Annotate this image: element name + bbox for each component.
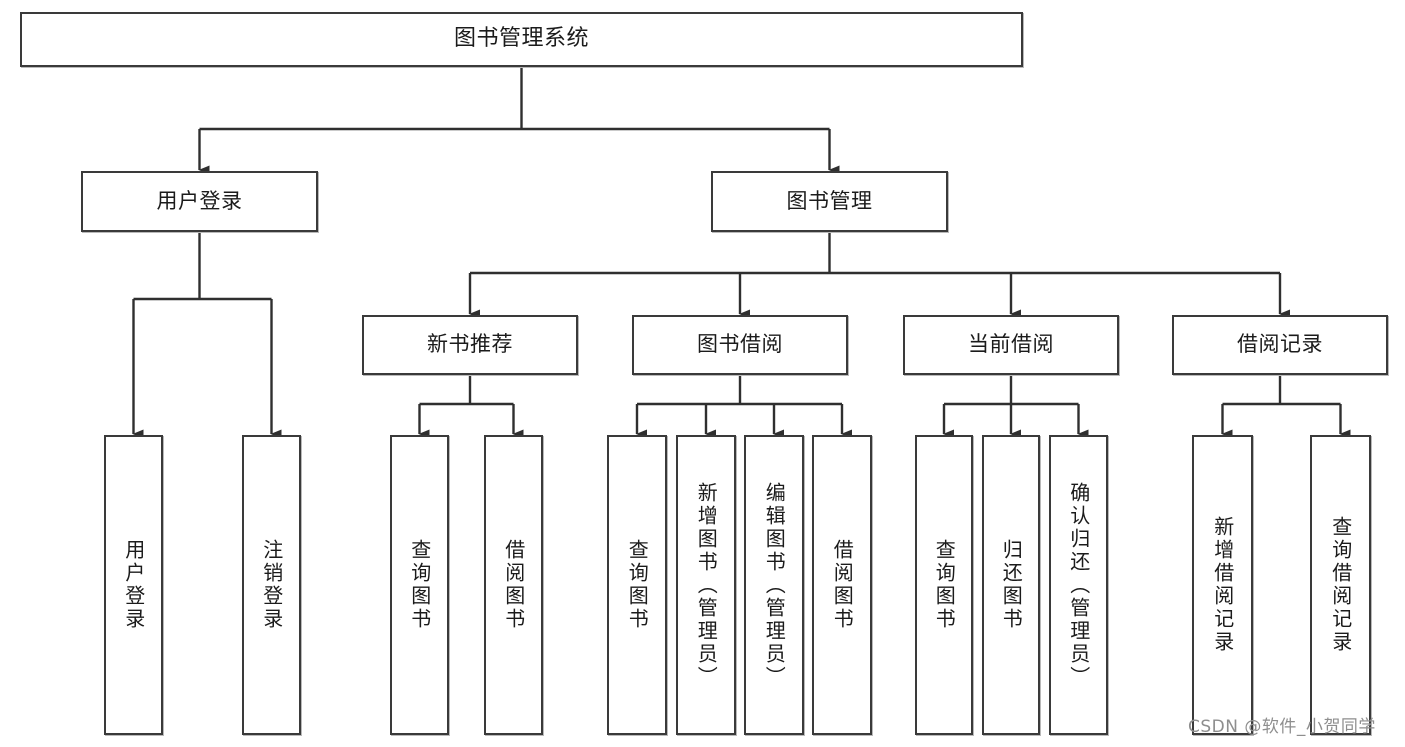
node-leaf-rec-1[interactable]: 新增借阅记录: [1192, 435, 1253, 735]
node-label: 当前借阅: [968, 332, 1054, 357]
node-leaf-cur-3[interactable]: 确认归还（管理员）: [1049, 435, 1108, 735]
node-login[interactable]: 用户登录: [81, 171, 318, 232]
node-label: 用户登录: [156, 188, 243, 213]
node-leaf-login-2[interactable]: 注销登录: [242, 435, 301, 735]
node-leaf-cur-1[interactable]: 查询图书: [915, 435, 973, 735]
node-label: 归还图书: [999, 539, 1024, 631]
node-borrow[interactable]: 图书借阅: [632, 315, 848, 375]
node-label: 新增借阅记录: [1210, 516, 1235, 654]
node-label: 注销登录: [259, 539, 284, 631]
node-leaf-login-1[interactable]: 用户登录: [104, 435, 163, 735]
node-leaf-cur-2[interactable]: 归还图书: [982, 435, 1040, 735]
node-label: 借阅图书: [830, 539, 855, 631]
csdn-watermark: CSDN @软件_小贺同学: [1188, 717, 1376, 737]
node-leaf-new-2[interactable]: 借阅图书: [484, 435, 543, 735]
node-label: 借阅记录: [1237, 332, 1323, 357]
node-label: 查询借阅记录: [1328, 516, 1353, 654]
node-records[interactable]: 借阅记录: [1172, 315, 1388, 375]
node-label: 查询图书: [625, 539, 650, 631]
node-newbook[interactable]: 新书推荐: [362, 315, 578, 375]
node-label: 查询图书: [407, 539, 432, 631]
node-label: 图书借阅: [697, 332, 783, 357]
node-leaf-borrow-2[interactable]: 新增图书（管理员）: [676, 435, 736, 735]
node-label: 新增图书（管理员）: [694, 481, 719, 689]
node-leaf-rec-2[interactable]: 查询借阅记录: [1310, 435, 1371, 735]
node-label: 确认归还（管理员）: [1066, 481, 1091, 689]
node-leaf-borrow-3[interactable]: 编辑图书（管理员）: [744, 435, 804, 735]
node-label: 编辑图书（管理员）: [762, 481, 787, 689]
node-label: 图书管理: [786, 188, 873, 213]
node-bookmgmt[interactable]: 图书管理: [711, 171, 948, 232]
node-current[interactable]: 当前借阅: [903, 315, 1119, 375]
node-label: 用户登录: [121, 539, 146, 631]
node-label: 新书推荐: [427, 332, 513, 357]
node-label: 查询图书: [932, 539, 957, 631]
node-leaf-borrow-1[interactable]: 查询图书: [607, 435, 667, 735]
node-root[interactable]: 图书管理系统: [20, 12, 1023, 67]
node-leaf-borrow-4[interactable]: 借阅图书: [812, 435, 872, 735]
node-label: 图书管理系统: [453, 26, 589, 52]
node-leaf-new-1[interactable]: 查询图书: [390, 435, 449, 735]
node-label: 借阅图书: [501, 539, 526, 631]
